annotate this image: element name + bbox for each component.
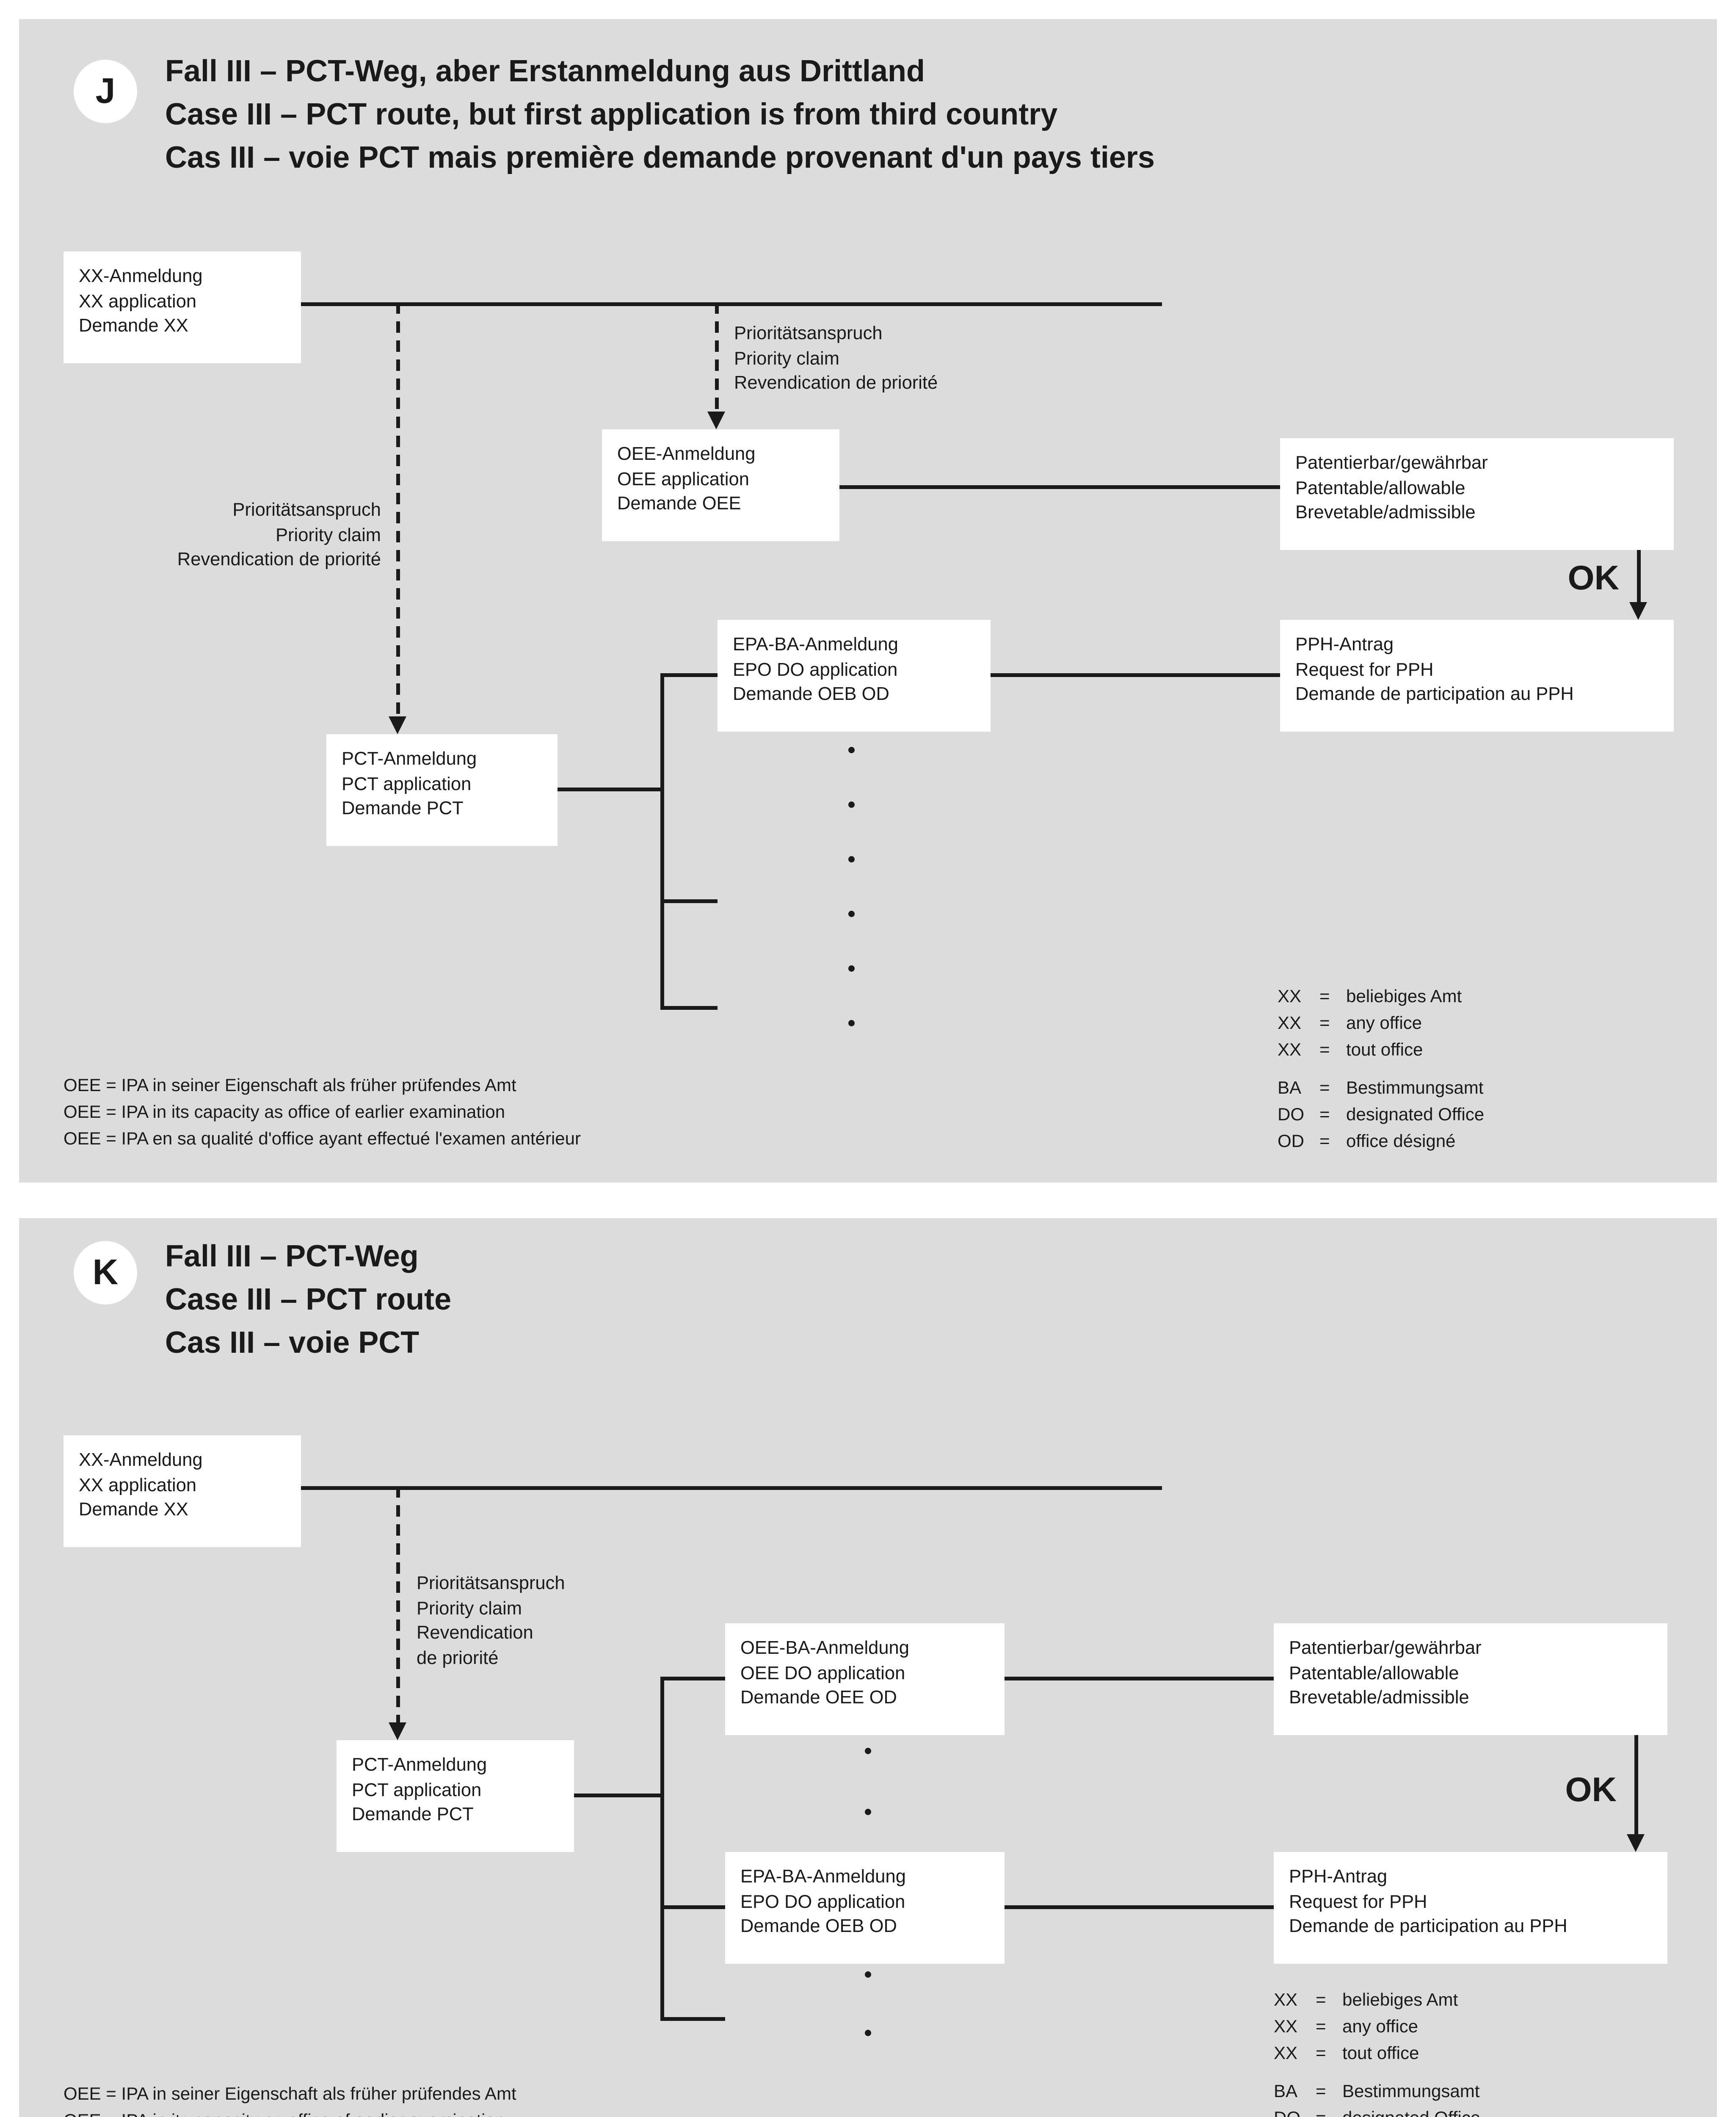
epo-do-to-pph-line — [991, 673, 1280, 677]
ok-arrow-line — [1637, 550, 1640, 603]
pct-to-bracket-line — [558, 788, 663, 791]
legend-oee-definitions: OEE = IPA in seiner Eigenschaft als früh… — [63, 2083, 516, 2117]
ok-label: OK — [1568, 559, 1620, 597]
arrow-down-icon — [1629, 602, 1647, 620]
epo-do-to-pph-line — [1005, 1905, 1274, 1909]
priority-claim-dashed-line-to-pct — [396, 1486, 400, 1722]
legend-row: XX=any office — [1278, 1012, 1422, 1033]
bracket-vertical-line — [660, 673, 664, 1009]
legend-office-definitions: BA=Bestimmungsamt DO=designated Office O… — [1274, 2078, 1480, 2117]
panel-j-badge: J — [74, 60, 137, 123]
legend-row: DO=designated Office — [1274, 2105, 1480, 2117]
ok-label: OK — [1565, 1771, 1617, 1809]
panel-j: J Fall III – PCT-Weg, aber Erstanmeldung… — [19, 19, 1717, 1183]
pct-to-bracket-line — [574, 1794, 663, 1797]
legend-row: BA=Bestimmungsamt — [1274, 2081, 1480, 2101]
bracket-stub-bottom — [660, 2017, 725, 2020]
bracket-stub-middle — [660, 899, 718, 903]
ellipsis-dot — [848, 965, 855, 972]
legend-row: OD=office désigné — [1278, 1130, 1456, 1151]
legend-row: XX=any office — [1274, 2016, 1419, 2036]
bracket-stub-bottom — [660, 1006, 718, 1009]
legend-oee-definitions: OEE = IPA in seiner Eigenschaft als früh… — [63, 1075, 581, 1148]
xx-main-connector-line — [301, 1486, 1162, 1490]
panel-j-title: Fall III – PCT-Weg, aber Erstanmeldung a… — [165, 55, 1155, 175]
legend-office-definitions: BA=Bestimmungsamt DO=designated Office O… — [1278, 1075, 1484, 1155]
panel-k-badge-letter: K — [92, 1252, 119, 1292]
ok-arrow-line — [1634, 1735, 1638, 1834]
legend-row: DO=designated Office — [1278, 1104, 1485, 1124]
ellipsis-dot — [865, 1971, 871, 1978]
arrow-down-icon — [1627, 1834, 1645, 1852]
ellipsis-dot — [848, 1020, 855, 1026]
bracket-vertical-line — [660, 1677, 664, 2020]
oee-do-to-patentable-line — [1005, 1677, 1274, 1680]
priority-claim-dashed-line-to-oee — [715, 302, 718, 412]
oee-to-patentable-line — [839, 485, 1280, 489]
ellipsis-dot — [848, 856, 855, 862]
arrow-down-icon — [389, 716, 406, 734]
ellipsis-dot — [865, 1748, 871, 1754]
legend-row: XX=tout office — [1274, 2042, 1419, 2063]
panel-k-badge: K — [74, 1241, 137, 1304]
legend-xx-definitions: XX=beliebiges Amt XX=any office XX=tout … — [1274, 1987, 1458, 2067]
ellipsis-dot — [865, 1809, 871, 1815]
ellipsis-dot — [865, 2030, 871, 2036]
ellipsis-dot — [848, 911, 855, 917]
panel-j-badge-letter: J — [95, 71, 116, 111]
bracket-stub-middle — [660, 1905, 725, 1909]
bracket-stub-top — [660, 673, 718, 677]
legend-xx-definitions: XX=beliebiges Amt XX=any office XX=tout … — [1278, 983, 1462, 1063]
bracket-stub-top — [660, 1677, 725, 1680]
ellipsis-dot — [848, 801, 855, 808]
legend-row: XX=tout office — [1278, 1039, 1423, 1059]
legend-row: BA=Bestimmungsamt — [1278, 1077, 1484, 1097]
legend-row: XX=beliebiges Amt — [1274, 1989, 1458, 2009]
arrow-down-icon — [707, 412, 725, 429]
priority-claim-dashed-line-to-pct — [396, 302, 400, 716]
legend-row: XX=beliebiges Amt — [1278, 986, 1462, 1006]
xx-main-connector-line — [301, 302, 1162, 306]
ellipsis-dot — [848, 747, 855, 753]
arrow-down-icon — [389, 1722, 406, 1740]
